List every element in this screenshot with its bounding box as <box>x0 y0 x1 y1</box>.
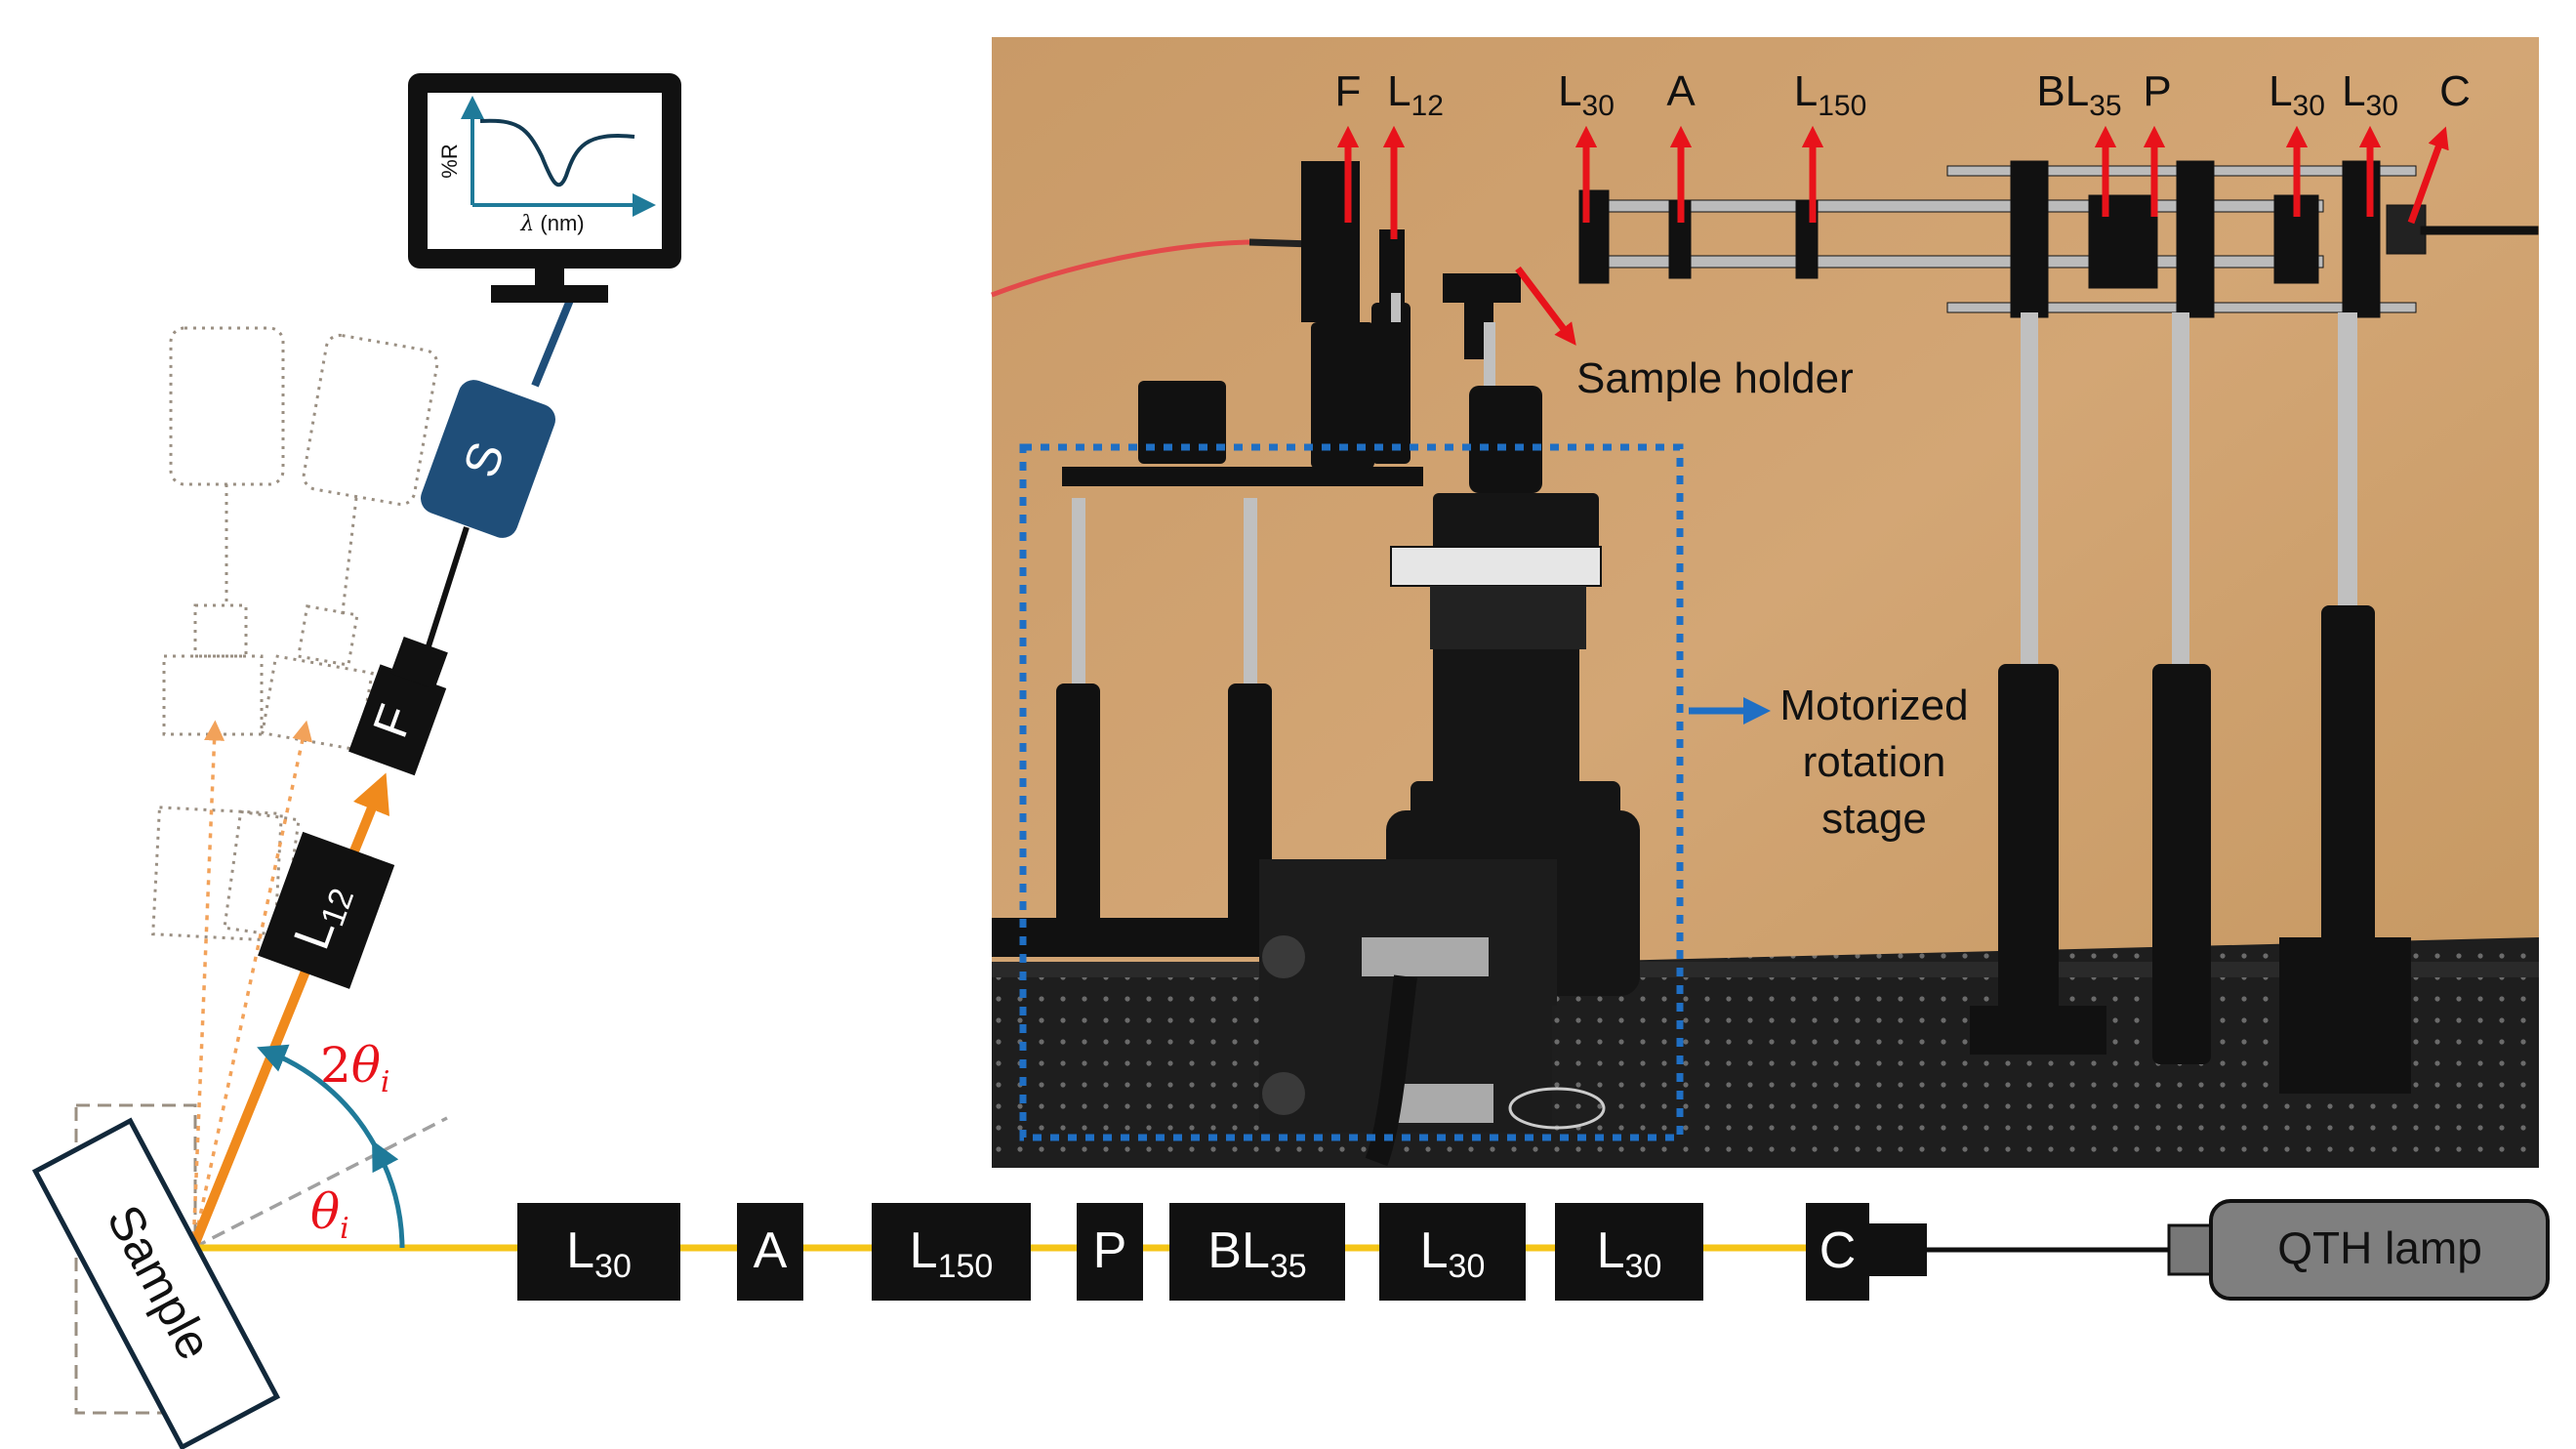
photo-label-5: BL35 <box>2036 67 2121 122</box>
two-theta-label: 2θi <box>320 1037 390 1099</box>
left-post-assembly <box>992 381 1423 957</box>
component-arrows <box>1336 125 2449 346</box>
rail-box-label-0: L30 <box>566 1222 632 1285</box>
stage-label-line-3: stage <box>1821 795 1927 843</box>
setup-photo: F L12 L30 A L150 BL35 P L30 L30 C Sample holder M… <box>991 37 2539 1168</box>
rail-box-label-2: L150 <box>910 1222 994 1285</box>
optical-schematic: Sample L12 F S %R λ (n <box>31 73 2550 1449</box>
rail-box-label-1: A <box>754 1222 788 1279</box>
photo-top-labels: F L12 L30 A L150 BL35 P L30 L30 C <box>1335 67 2471 122</box>
rail-box-label-5: L30 <box>1420 1222 1486 1285</box>
sample-holder-label: Sample holder <box>1576 354 1854 402</box>
monitor-x-label: λ (nm) <box>519 211 584 236</box>
photo-label-8: L30 <box>2342 67 2398 122</box>
sample: Sample <box>31 1117 281 1449</box>
photo-label-0: F <box>1335 67 1362 115</box>
photo-label-2: L30 <box>1558 67 1615 122</box>
rail-cage <box>1578 160 2539 318</box>
monitor: %R λ (nm) <box>408 73 681 303</box>
rail-box-6: L30 <box>1555 1203 1703 1301</box>
monitor-y-label: %R <box>437 144 462 178</box>
spectrometer-s: S <box>421 380 555 538</box>
two-theta-arc <box>257 1044 381 1153</box>
fiber-s-to-monitor <box>531 291 577 388</box>
rail-boxes: L30 A L150 P BL35 L30 L30 C <box>517 1203 1869 1301</box>
surface-normal <box>192 1116 448 1250</box>
rail-box-label-3: P <box>1093 1222 1127 1279</box>
qth-lamp: QTH lamp <box>2167 1199 2550 1301</box>
rail-box-1: A <box>737 1203 803 1301</box>
rail-box-7: C <box>1806 1203 1869 1301</box>
rail-box-2: L150 <box>872 1203 1031 1301</box>
filter-f: F <box>348 636 448 776</box>
rail-box-label-6: L30 <box>1597 1222 1662 1285</box>
ghost-beam-1 <box>191 720 225 1249</box>
ghost-beam-2 <box>191 720 313 1249</box>
ghost-detector-arms <box>151 326 439 942</box>
rail-box-label-7: C <box>1820 1222 1857 1279</box>
red-fiber <box>991 239 1250 298</box>
lens-l12: L12 <box>258 831 395 989</box>
spectrum-curve <box>479 118 635 187</box>
collimator-mount <box>1866 1223 1927 1276</box>
photo-label-7: L30 <box>2269 67 2325 122</box>
rail-box-0: L30 <box>517 1203 680 1301</box>
motorized-stage-box <box>1019 443 1684 1141</box>
stage-label-line-2: rotation <box>1803 738 1946 786</box>
ghost-sample <box>74 1103 197 1415</box>
theta-label: θi <box>310 1183 349 1246</box>
sample-holder-mount <box>1443 273 1542 493</box>
photo-label-1: L12 <box>1387 67 1444 122</box>
stage-label-line-1: Motorized <box>1779 682 1968 729</box>
photo-label-6: P <box>2143 67 2171 115</box>
rail-box-5: L30 <box>1379 1203 1526 1301</box>
rail-box-label-4: BL35 <box>1207 1222 1306 1285</box>
photo-label-9: C <box>2439 67 2471 115</box>
rail-box-4: BL35 <box>1169 1203 1345 1301</box>
theta-arc <box>372 1139 405 1249</box>
photo-label-3: A <box>1666 67 1696 115</box>
photo-label-4: L150 <box>1794 67 1867 122</box>
rotation-stage <box>1259 493 1640 1167</box>
stage-label: Motorized rotation stage <box>1779 682 1968 843</box>
rail-box-3: P <box>1077 1203 1143 1301</box>
svg-text:QTH lamp: QTH lamp <box>2277 1222 2482 1273</box>
posts <box>1970 312 2411 1094</box>
